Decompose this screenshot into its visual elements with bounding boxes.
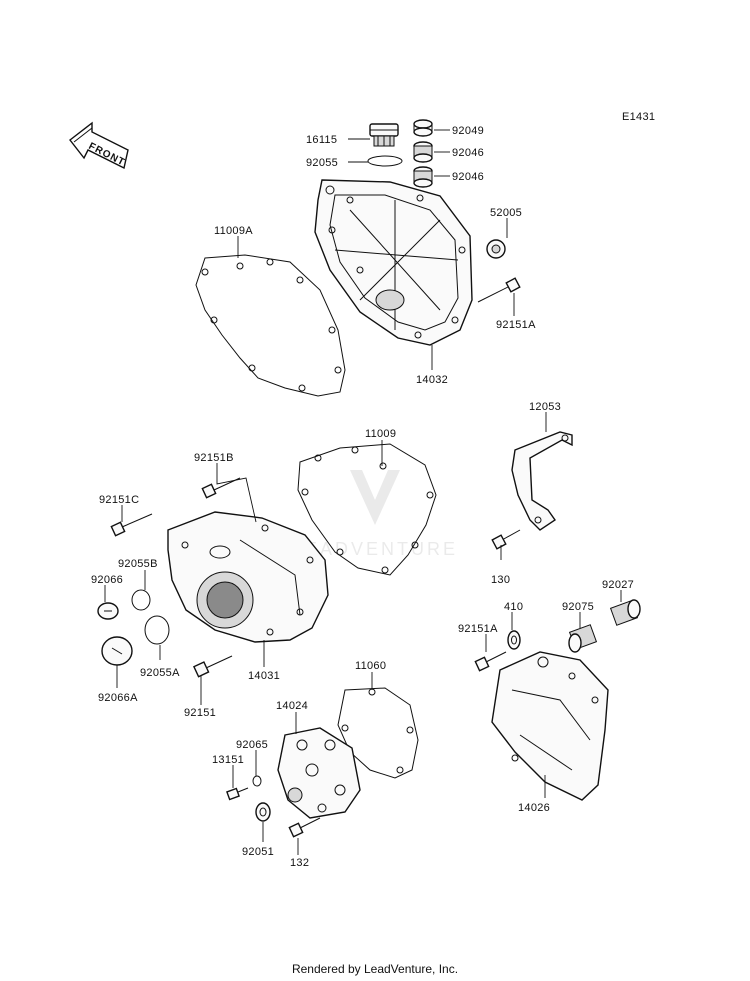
label-92151A-mid: 92151A (458, 623, 498, 635)
gasket-11060 (337, 687, 419, 779)
label-92151: 92151 (184, 707, 216, 719)
bolt-92151A-top (477, 277, 521, 303)
label-14026: 14026 (518, 802, 550, 814)
collar-92027 (609, 599, 641, 626)
bolt-92151B (201, 477, 241, 499)
bolt-132 (288, 817, 321, 838)
label-92066: 92066 (91, 574, 123, 586)
front-arrow-icon: FRONT (69, 121, 129, 170)
label-13151: 13151 (212, 754, 244, 766)
plug-92066A (101, 636, 133, 666)
label-16115: 16115 (306, 134, 337, 146)
label-410: 410 (504, 601, 523, 613)
label-52005: 52005 (490, 207, 522, 219)
label-92151C: 92151C (99, 494, 139, 506)
label-11060: 11060 (355, 660, 386, 672)
label-92066A: 92066A (98, 692, 138, 704)
leader-lines (104, 129, 622, 855)
gasket-11009-holes (301, 446, 434, 574)
label-92046-upper: 92046 (452, 147, 484, 159)
bolt-92151 (193, 655, 233, 678)
cover-14024 (277, 727, 361, 819)
oil-seal-92051 (255, 802, 271, 822)
label-92055A: 92055A (140, 667, 180, 679)
watermark-logo (350, 470, 400, 525)
label-92065: 92065 (236, 739, 268, 751)
oil-filler-cap-16115 (369, 123, 399, 147)
chain-guide-12053 (511, 431, 573, 531)
diagram-code: E1431 (622, 111, 655, 123)
generator-cover-14031 (167, 511, 329, 643)
washer-92065 (252, 775, 262, 787)
o-ring-92055A (144, 615, 170, 645)
label-92151A-top: 92151A (496, 319, 536, 331)
oil-seal-52005 (486, 239, 506, 259)
bushing-92046-upper (413, 141, 433, 163)
label-11009: 11009 (365, 428, 396, 440)
footer-credit: Rendered by LeadVenture, Inc. (291, 962, 459, 976)
label-14032: 14032 (416, 374, 448, 386)
bleeder-13151 (226, 787, 249, 801)
o-ring-92055 (367, 155, 403, 167)
bushing-92049 (413, 119, 433, 137)
bolt-92151A-mid (474, 651, 507, 672)
gasket-11060-holes (341, 688, 414, 774)
gasket-11009A-holes (201, 258, 342, 392)
o-ring-92055B (131, 589, 151, 611)
plug-92066 (97, 602, 119, 620)
label-11009A: 11009A (214, 225, 253, 237)
part-labels: 16115 92049 92055 92046 92046 11009A 520… (91, 125, 634, 869)
gasket-11009 (297, 443, 437, 576)
label-92046-lower: 92046 (452, 171, 484, 183)
collar-92075 (568, 624, 598, 653)
washer-410 (507, 630, 521, 650)
label-92027: 92027 (602, 579, 634, 591)
bolt-92151C (110, 513, 153, 537)
bushing-92046-lower (413, 166, 433, 188)
bolt-130 (491, 529, 521, 550)
label-92051: 92051 (242, 846, 274, 858)
label-14024: 14024 (276, 700, 308, 712)
clutch-cover-14032 (314, 179, 473, 346)
label-92049: 92049 (452, 125, 484, 137)
label-12053: 12053 (529, 401, 561, 413)
label-92075: 92075 (562, 601, 594, 613)
label-92055: 92055 (306, 157, 338, 169)
label-132: 132 (290, 857, 309, 869)
sprocket-cover-14026 (491, 651, 609, 801)
label-92055B: 92055B (118, 558, 158, 570)
label-92151B: 92151B (194, 452, 234, 464)
label-14031: 14031 (248, 670, 280, 682)
gasket-11009A (195, 254, 346, 397)
label-130: 130 (491, 574, 510, 586)
